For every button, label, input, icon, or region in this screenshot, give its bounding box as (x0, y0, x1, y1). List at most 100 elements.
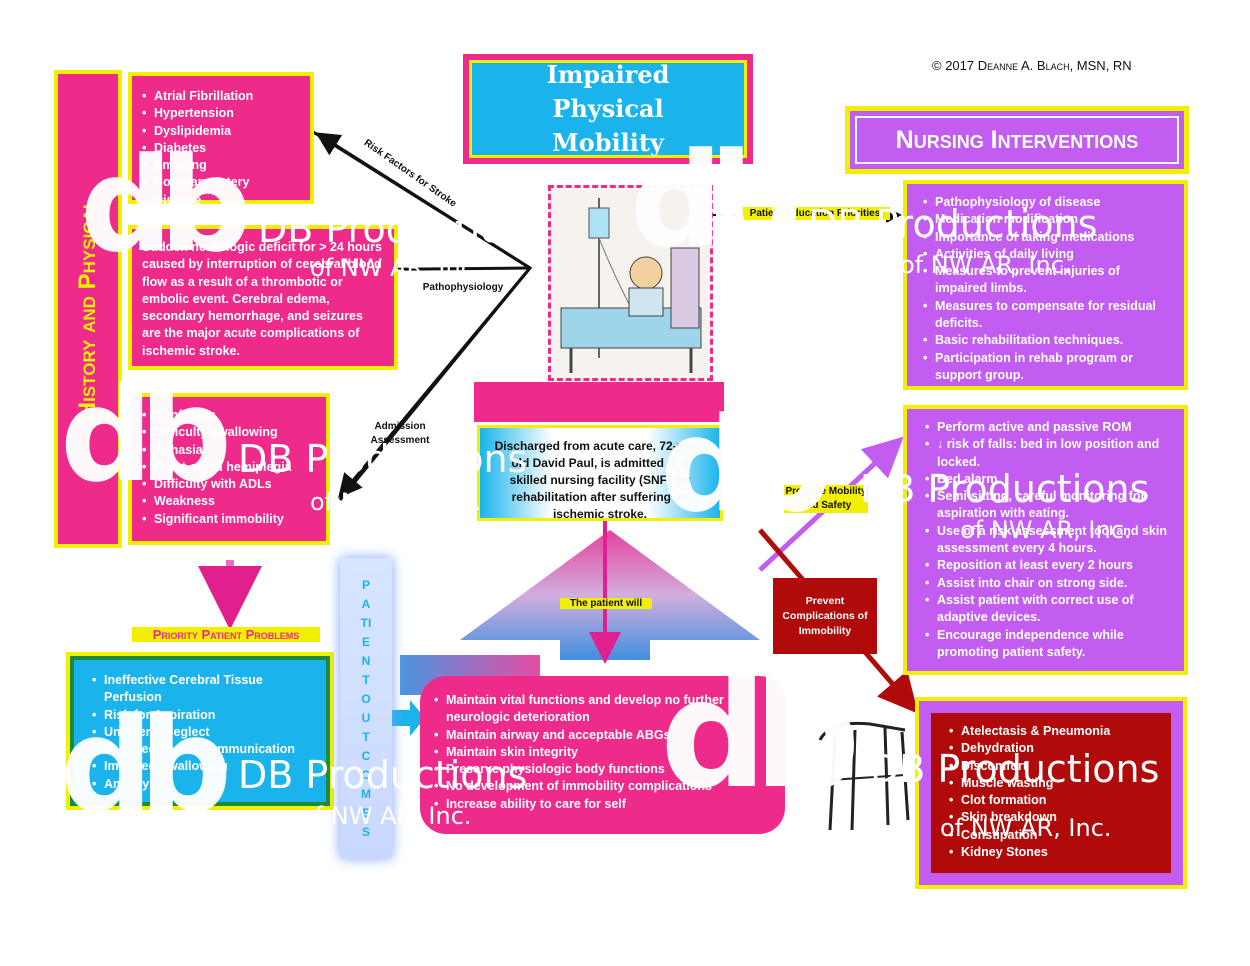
assessment-list: Confusion Difficulty swallowing Aphasia … (142, 407, 316, 528)
list-item: Participation in rehab program or suppor… (923, 350, 1174, 385)
nursing-title: Nursing Interventions (895, 125, 1139, 154)
hospital-bed-icon (560, 198, 702, 373)
list-item: Aphasia (142, 442, 316, 460)
list-item: Smoking (142, 157, 300, 175)
list-item: Significant immobility (142, 511, 316, 529)
list-item: Importance of taking medications (923, 229, 1174, 247)
education-label: Patient Education Priorities (740, 207, 890, 220)
mobility-list: Perform active and passive ROM ↓ risk of… (925, 419, 1174, 661)
list-item: Dyslipidemia (142, 123, 300, 141)
list-item: Kidney Stones (949, 844, 1161, 862)
list-item: Reposition at least every 2 hours (925, 557, 1174, 575)
list-item: Clot formation (949, 792, 1161, 810)
list-item: Unilateral Neglect (92, 724, 316, 742)
priority-list: Ineffective Cerebral Tissue Perfusion Ri… (92, 672, 316, 793)
list-item: Skin breakdown (949, 809, 1161, 827)
watermark-6: db DB Productions of NW AR, Inc. (660, 660, 1180, 850)
watermark-logo: db (660, 648, 861, 822)
list-item: Semi-sitting, careful monitoring for asp… (925, 488, 1174, 523)
pathophysiology-box: Sudden neurologic deficit for > 24 hours… (128, 225, 398, 370)
page-title: Impaired Physical Mobility (546, 60, 670, 157)
prevent-complications-label: Prevent Complications of Immobility (782, 594, 868, 637)
list-item: Impaired Swallowing (92, 758, 316, 776)
watermark-name: DB Productions (258, 207, 548, 251)
watermark-logo: db (630, 124, 802, 276)
watermark-sub: of NW AR, Inc. (960, 516, 1132, 544)
priority-box: Ineffective Cerebral Tissue Perfusion Ri… (66, 652, 334, 810)
list-item: Difficulty with ADLs (142, 476, 316, 494)
complications-list: Atelectasis & Pneumonia Dehydration Disc… (949, 723, 1161, 862)
complications-box: Atelectasis & Pneumonia Dehydration Disc… (931, 713, 1171, 873)
list-item: Measures to compensate for residual defi… (923, 298, 1174, 333)
list-item: Constipation (949, 827, 1161, 845)
education-box: Pathophysiology of disease Medication mo… (903, 180, 1188, 390)
watermark-logo: db (660, 389, 832, 541)
list-item: Confusion (142, 407, 316, 425)
promote-label: Promote Mobility and Safety (784, 485, 868, 513)
admission-label: Admission Assessment (370, 421, 430, 446)
education-list: Pathophysiology of disease Medication mo… (923, 194, 1174, 384)
watermark-name: DB Productions (870, 747, 1160, 791)
watermark-5: db DB Productions of NW AR, Inc. (60, 700, 530, 850)
watermark-1: db DB Productions of NW AR, Inc. (80, 129, 547, 290)
copyright-text: © 2017 Deanne A. Blach, MSN, RN (932, 58, 1132, 73)
list-item: Muscle wasting (949, 775, 1161, 793)
list-item: Bed alarm (925, 471, 1174, 489)
outcomes-label: PATIENT OUTCOMES (360, 578, 372, 839)
outcomes-bar: PATIENT OUTCOMES (340, 558, 392, 858)
walker-icon (818, 721, 910, 831)
pathophysiology-label: Pathophysiology (422, 282, 504, 293)
list-item: No development of immobility complicatio… (434, 778, 771, 796)
case-box: Discharged from acute care, 72-year-old … (477, 425, 723, 521)
list-item: Activities of daily living (923, 246, 1174, 264)
center-connector (474, 382, 724, 422)
case-text: Discharged from acute care, 72-year-old … (494, 439, 706, 521)
watermark-sub: of NW AR, Inc. (940, 814, 1112, 842)
list-item: Weakness (142, 493, 316, 511)
list-item: Basic rehabilitation techniques. (923, 332, 1174, 350)
risk-factors-box: Atrial Fibrillation Hypertension Dyslipi… (128, 72, 314, 207)
list-item: Measures to prevent injuries of impaired… (923, 263, 1174, 298)
priority-title: Priority Patient Problems (132, 627, 320, 642)
mobility-box: Perform active and passive ROM ↓ risk of… (903, 405, 1188, 675)
watermark-sub: of NW AR, Inc. (310, 488, 482, 516)
watermark-name: DB Productions (238, 753, 528, 797)
list-item: Difficulty swallowing (142, 424, 316, 442)
watermark-3: db DB Productions of NW AR, Inc. (630, 135, 1130, 285)
watermark-sub: of NW AR, Inc. (310, 254, 482, 282)
risk-factors-list: Atrial Fibrillation Hypertension Dyslipi… (142, 88, 300, 209)
list-item: Ineffective Cerebral Tissue Perfusion (92, 672, 316, 707)
patient-illustration (548, 185, 713, 381)
list-item: Maintain vital functions and develop no … (434, 692, 771, 727)
watermark-name: DB Productions (860, 467, 1150, 511)
list-item: Diabetes (142, 140, 300, 158)
watermark-name: DB Productions (808, 202, 1098, 246)
list-item: Dehydration (949, 740, 1161, 758)
list-item: Pathophysiology of disease (923, 194, 1174, 212)
list-item: Assist patient with correct use of adapt… (925, 592, 1174, 627)
history-bar: History and Physical (54, 70, 122, 548)
list-item: Encourage independence while promoting p… (925, 627, 1174, 662)
list-item: Hypertension (142, 105, 300, 123)
list-item: Anxiety (92, 776, 316, 794)
outcomes-list: Maintain vital functions and develop no … (434, 692, 771, 813)
list-item: Risk for Aspiration (92, 707, 316, 725)
patient-will-label: The patient will (560, 598, 652, 609)
list-item: Maintain skin integrity (434, 744, 771, 762)
outcomes-box: Maintain vital functions and develop no … (420, 676, 785, 834)
list-item: Assist into chair on strong side. (925, 575, 1174, 593)
list-item: Atrial Fibrillation (142, 88, 300, 106)
big-up-arrow (460, 530, 760, 660)
list-item: Right-sided hemiplegia (142, 459, 316, 477)
list-item: Perform active and passive ROM (925, 419, 1174, 437)
watermark-logo: db (80, 129, 252, 281)
watermark-4: db DB Productions of NW AR, Inc. (660, 400, 1190, 550)
prevent-complications-box: Prevent Complications of Immobility (773, 578, 877, 654)
watermark-sub: of NW AR, Inc. (300, 802, 472, 830)
list-item: ↓ risk of falls: bed in low position and… (925, 436, 1174, 471)
list-item: Maintain airway and acceptable ABGs (434, 727, 771, 745)
list-item: Atelectasis & Pneumonia (949, 723, 1161, 741)
list-item: Use of a risk assessment tool and skin a… (925, 523, 1174, 558)
pathophysiology-text: Sudden neurologic deficit for > 24 hours… (142, 240, 382, 358)
watermark-logo: db (60, 359, 232, 511)
